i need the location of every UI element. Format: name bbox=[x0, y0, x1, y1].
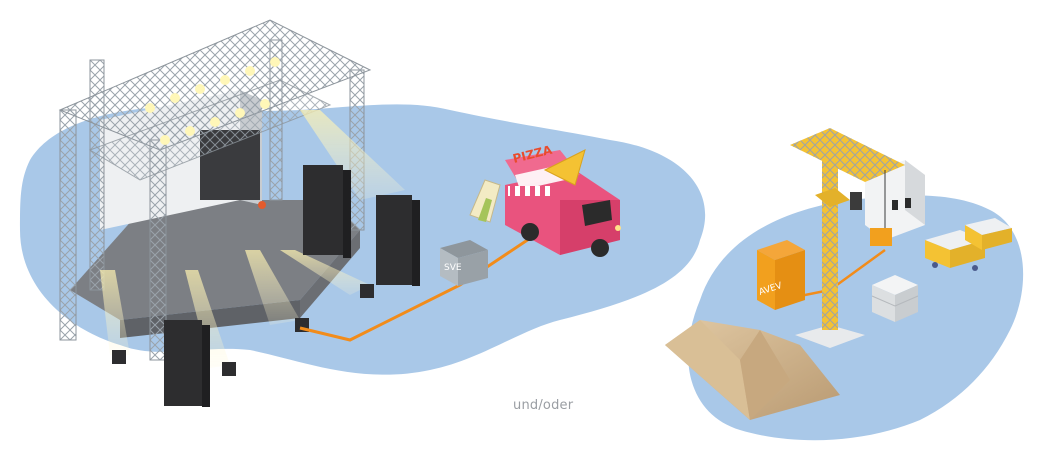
and-or-caption: und/oder bbox=[513, 398, 573, 413]
speaker-stack-front bbox=[164, 320, 210, 407]
sve-label: SVE bbox=[444, 263, 462, 273]
stacked-slabs bbox=[872, 275, 918, 322]
truss-left-front bbox=[60, 110, 76, 340]
sve-distribution-box: SVE bbox=[440, 240, 488, 286]
avev-distribution-box: AVEV bbox=[757, 240, 805, 310]
performer bbox=[258, 201, 266, 209]
